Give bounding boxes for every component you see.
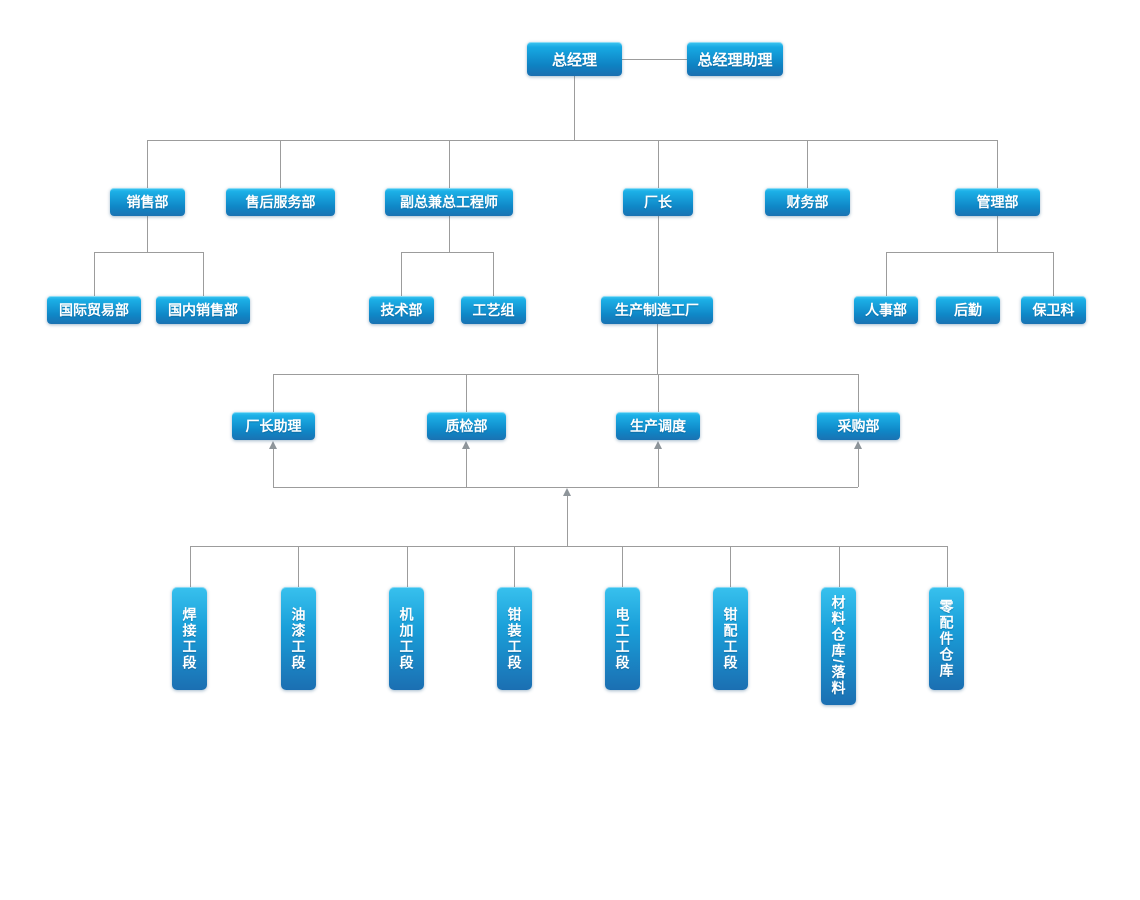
org-node-fitter-section: 钳配工段 <box>713 587 748 690</box>
connector-line <box>839 546 840 587</box>
connector-line <box>858 449 859 487</box>
org-node-admin-dept: 管理部 <box>955 188 1040 216</box>
connector-line <box>273 487 858 488</box>
org-node-spare-parts-warehouse: 零配件仓库 <box>929 587 964 690</box>
connector-line <box>574 76 575 140</box>
arrow-up-icon <box>654 441 662 449</box>
org-node-material-warehouse-blanking: 材料仓库/落料 <box>821 587 856 705</box>
connector-line <box>190 546 947 547</box>
connector-line <box>401 252 493 253</box>
connector-line <box>658 449 659 487</box>
connector-line <box>947 546 948 587</box>
connector-line <box>997 140 998 188</box>
connector-line <box>658 140 659 188</box>
connector-line <box>401 252 402 296</box>
connector-line <box>622 59 687 60</box>
connector-line <box>147 140 997 141</box>
connector-line <box>622 546 623 587</box>
org-node-gm-assistant: 总经理助理 <box>687 42 783 76</box>
connector-line <box>449 140 450 188</box>
org-node-quality-inspection-dept: 质检部 <box>427 412 506 440</box>
org-node-production-scheduling: 生产调度 <box>616 412 700 440</box>
connector-line <box>658 374 659 412</box>
org-node-process-group: 工艺组 <box>461 296 526 324</box>
org-node-after-sales-service-dept: 售后服务部 <box>226 188 335 216</box>
org-node-machining-section: 机加工段 <box>389 587 424 690</box>
org-node-director-assistant: 厂长助理 <box>232 412 315 440</box>
arrow-up-icon <box>269 441 277 449</box>
org-node-painting-section: 油漆工段 <box>281 587 316 690</box>
connector-line <box>273 374 274 412</box>
connector-line <box>203 252 204 296</box>
org-node-sales-dept: 销售部 <box>110 188 185 216</box>
arrow-up-icon <box>462 441 470 449</box>
connector-line <box>449 216 450 252</box>
connector-line <box>94 252 95 296</box>
org-node-production-factory: 生产制造工厂 <box>601 296 713 324</box>
connector-line <box>1053 252 1054 296</box>
connector-line <box>190 546 191 587</box>
connector-line <box>466 449 467 487</box>
org-node-tech-dept: 技术部 <box>369 296 434 324</box>
org-node-purchasing-dept: 采购部 <box>817 412 900 440</box>
org-node-intl-trade-dept: 国际贸易部 <box>47 296 141 324</box>
connector-line <box>514 546 515 587</box>
org-node-electrician-section: 电工工段 <box>605 587 640 690</box>
connector-line <box>280 140 281 188</box>
connector-line <box>466 374 467 412</box>
connector-line <box>886 252 887 296</box>
org-node-assembly-section: 钳装工段 <box>497 587 532 690</box>
org-node-security-section: 保卫科 <box>1021 296 1086 324</box>
connector-line <box>858 374 859 412</box>
connector-line <box>886 252 1053 253</box>
connector-line <box>730 546 731 587</box>
org-node-factory-director: 厂长 <box>623 188 693 216</box>
connector-line <box>658 216 659 296</box>
connector-line <box>298 546 299 587</box>
connector-line <box>94 252 203 253</box>
connector-line <box>273 374 858 375</box>
connector-line <box>147 216 148 252</box>
connector-line <box>493 252 494 296</box>
connector-line <box>567 495 568 546</box>
org-node-welding-section: 焊接工段 <box>172 587 207 690</box>
org-node-general-manager: 总经理 <box>527 42 622 76</box>
connector-line <box>407 546 408 587</box>
org-node-hr-dept: 人事部 <box>854 296 918 324</box>
connector-line <box>807 140 808 188</box>
org-node-logistics-dept: 后勤 <box>936 296 1000 324</box>
connector-line <box>147 140 148 188</box>
connector-line <box>657 324 658 374</box>
org-node-deputy-gm-chief-engineer: 副总兼总工程师 <box>385 188 513 216</box>
connector-line <box>997 216 998 252</box>
org-node-domestic-sales-dept: 国内销售部 <box>156 296 250 324</box>
arrow-up-icon <box>563 488 571 496</box>
arrow-up-icon <box>854 441 862 449</box>
connector-line <box>273 449 274 487</box>
org-node-finance-dept: 财务部 <box>765 188 850 216</box>
